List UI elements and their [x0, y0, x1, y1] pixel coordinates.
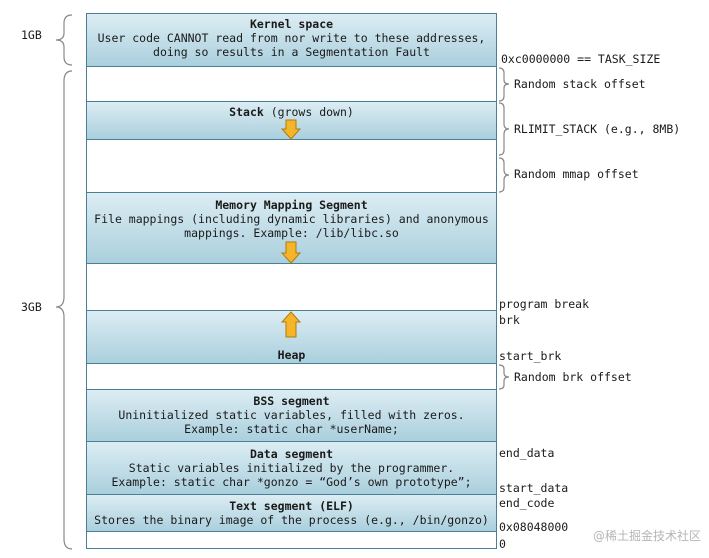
- user-space-brace: [55, 70, 73, 550]
- start-data-label: start_data: [499, 481, 569, 495]
- random-mmap-offset-label: Random mmap offset: [514, 167, 639, 181]
- text-desc-line1: Stores the binary image of the process (…: [94, 513, 489, 527]
- start-brk-label: start_brk: [499, 349, 562, 363]
- kernel-space-brace: [55, 14, 73, 66]
- text-title: Text segment (ELF): [229, 499, 354, 513]
- random-brk-offset-label: Random brk offset: [514, 370, 632, 384]
- stack-down-arrow-icon: [281, 119, 301, 140]
- data-desc-line1: Static variables initialized by the prog…: [128, 461, 455, 475]
- random-mmap-brace: [498, 157, 510, 193]
- random-stack-gap: [86, 66, 497, 102]
- kernel-space-desc-line1: User code CANNOT read from nor write to …: [97, 31, 486, 45]
- watermark: @稀土掘金技术社区: [592, 529, 701, 543]
- data-segment: Data segment Static variables initialize…: [86, 441, 497, 495]
- stack-note: (grows down): [270, 105, 354, 119]
- kernel-size-label: 1GB: [21, 28, 42, 42]
- mmap-title: Memory Mapping Segment: [215, 198, 368, 212]
- bss-desc-line2: Example: static char *userName;: [184, 422, 399, 436]
- random-mmap-gap: [86, 139, 497, 193]
- end-data-label: end_data: [499, 446, 555, 460]
- bottom-gap: [86, 531, 497, 549]
- mmap-down-arrow-icon: [281, 241, 301, 264]
- random-brk-gap: [86, 363, 497, 390]
- task-size-label: 0xc0000000 == TASK_SIZE: [501, 52, 661, 66]
- heap-title: Heap: [277, 348, 306, 362]
- text-segment: Text segment (ELF) Stores the binary ima…: [86, 494, 497, 532]
- brk-label: brk: [499, 313, 520, 327]
- random-stack-brace: [498, 67, 510, 102]
- text-start-address-label: 0x08048000: [499, 520, 569, 534]
- random-brk-brace: [498, 364, 510, 390]
- unmapped-gap: [86, 263, 497, 311]
- mmap-segment: Memory Mapping Segment File mappings (in…: [86, 192, 497, 264]
- data-desc-line2: Example: static char *gonzo = “God’s own…: [111, 475, 472, 489]
- mmap-desc-line1: File mappings (including dynamic librari…: [94, 212, 489, 226]
- kernel-space-title: Kernel space: [249, 17, 334, 31]
- program-break-label: program break: [499, 297, 590, 311]
- kernel-space-desc-line2: doing so results in a Segmentation Fault: [153, 45, 430, 59]
- data-title: Data segment: [249, 447, 334, 461]
- bss-desc-line1: Uninitialized static variables, filled w…: [118, 408, 465, 422]
- user-size-label: 3GB: [21, 300, 42, 314]
- bss-segment: BSS segment Uninitialized static variabl…: [86, 389, 497, 442]
- rlimit-stack-brace: [498, 102, 510, 156]
- zero-address-label: 0: [499, 537, 506, 551]
- random-stack-offset-label: Random stack offset: [514, 77, 646, 91]
- rlimit-stack-label: RLIMIT_STACK (e.g., 8MB): [514, 122, 681, 136]
- heap-up-arrow-icon: [281, 311, 301, 338]
- mmap-desc-line2: mappings. Example: /lib/libc.so: [184, 226, 399, 240]
- stack-title: Stack: [229, 105, 264, 119]
- bss-title: BSS segment: [253, 394, 330, 408]
- kernel-space-segment: Kernel space User code CANNOT read from …: [86, 13, 497, 67]
- end-code-label: end_code: [499, 496, 555, 510]
